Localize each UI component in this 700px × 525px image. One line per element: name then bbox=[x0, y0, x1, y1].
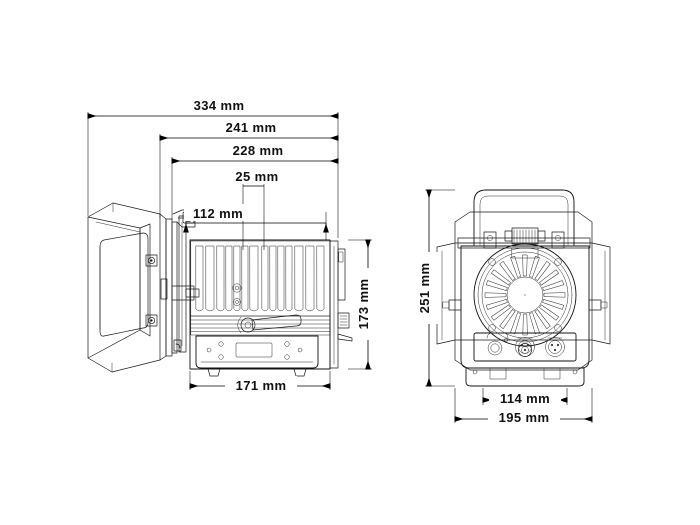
dimension-171: 171 mm bbox=[189, 376, 331, 394]
dimension-label-171: 171 mm bbox=[236, 378, 287, 393]
dimension-334: 334 mm bbox=[87, 96, 339, 119]
dimension-228: 228 mm bbox=[171, 141, 339, 164]
front-body bbox=[442, 243, 608, 387]
power-inlet-icon bbox=[487, 340, 503, 356]
side-rear-panel bbox=[329, 240, 353, 369]
front-connector-panel bbox=[473, 332, 577, 362]
dimension-label-25: 25 mm bbox=[235, 169, 278, 184]
side-mid-band bbox=[190, 314, 331, 336]
dimension-label-228: 228 mm bbox=[233, 143, 284, 158]
dimension-173: 173 mm bbox=[356, 239, 377, 370]
xlr-output-icon bbox=[545, 337, 565, 357]
dimension-label-112: 112 mm bbox=[193, 206, 243, 221]
dimension-241: 241 mm bbox=[159, 118, 339, 141]
dimension-label-114: 114 mm bbox=[500, 391, 550, 406]
front-barndoors bbox=[436, 211, 611, 371]
side-display-panel bbox=[235, 342, 273, 358]
dimension-label-334: 334 mm bbox=[194, 98, 245, 113]
dimension-label-173: 173 mm bbox=[356, 279, 371, 330]
dimension-label-251: 251 mm bbox=[417, 263, 432, 314]
dimension-251: 251 mm bbox=[417, 189, 438, 387]
front-base-plate bbox=[465, 367, 585, 387]
xlr-input-icon bbox=[515, 337, 535, 357]
front-view: 251 mm 114 mm 195 mm bbox=[417, 189, 611, 426]
side-lower-housing bbox=[195, 335, 319, 377]
dimension-195: 195 mm bbox=[454, 408, 593, 426]
front-view-dimensions: 251 mm 114 mm 195 mm bbox=[417, 189, 593, 426]
side-body bbox=[189, 239, 353, 377]
side-view: 334 mm 241 mm 228 mm bbox=[87, 96, 377, 394]
front-fan-blades bbox=[484, 254, 566, 336]
front-yoke-handle bbox=[457, 189, 591, 249]
dimension-label-195: 195 mm bbox=[499, 410, 550, 425]
dimension-114: 114 mm bbox=[482, 389, 568, 407]
front-pivot-knobs bbox=[442, 299, 608, 311]
side-view-dimensions: 334 mm 241 mm 228 mm bbox=[87, 96, 377, 394]
dimension-label-241: 241 mm bbox=[226, 120, 277, 135]
side-tilt-knob bbox=[337, 312, 350, 329]
front-fan-housing bbox=[473, 243, 577, 347]
dimension-112: 112 mm bbox=[183, 204, 329, 233]
dimension-25: 25 mm bbox=[229, 167, 285, 187]
